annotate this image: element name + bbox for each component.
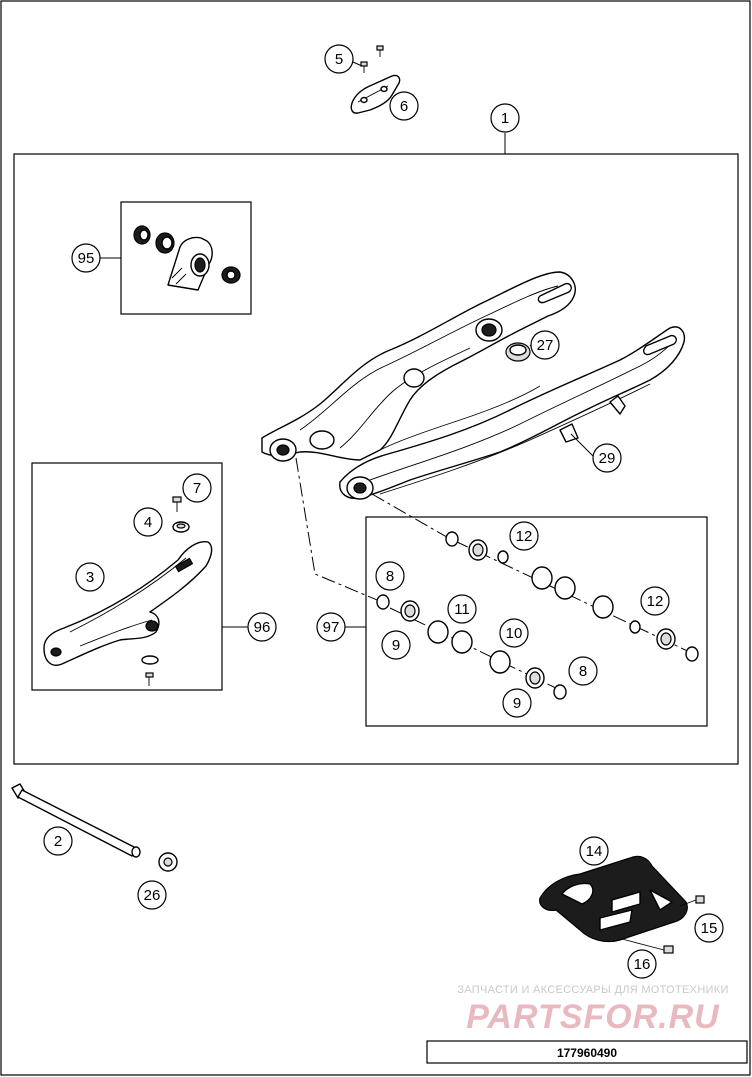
kit-97-box	[365, 516, 708, 727]
part-16-screw	[621, 938, 674, 954]
callout-12-lower-label: 12	[647, 593, 664, 610]
callout-2-label: 2	[54, 833, 62, 850]
kit-97-bearings	[376, 531, 699, 700]
callout-96-label: 96	[254, 619, 271, 636]
callout-3-label: 3	[86, 569, 94, 586]
callout-6-label: 6	[400, 98, 408, 115]
callout-8-upper-label: 8	[386, 568, 394, 585]
part-14-chain-guide	[539, 855, 688, 943]
callout-16: 16	[627, 949, 657, 979]
callout-97-label: 97	[323, 619, 340, 636]
swingarm-assembly-frame	[13, 153, 739, 765]
callout-5: 5	[324, 44, 354, 74]
callout-10: 10	[499, 618, 529, 648]
callout-11-label: 11	[454, 601, 470, 618]
callout-12-upper: 12	[509, 521, 539, 551]
part-15-screw	[679, 895, 705, 907]
callout-3: 3	[75, 562, 105, 592]
pivot-axis-line-right	[371, 493, 453, 541]
swingarm	[261, 271, 686, 500]
callout-97: 97	[316, 612, 346, 642]
callout-29: 29	[592, 443, 622, 473]
callout-15-label: 15	[701, 920, 718, 937]
part-2-pivot-axle	[11, 783, 141, 858]
part-3-chain-slider	[43, 541, 213, 666]
callout-11: 11	[447, 594, 477, 624]
callout-12-upper-label: 12	[516, 528, 533, 545]
part-4-washer	[172, 521, 190, 533]
callout-5-label: 5	[335, 51, 343, 68]
drawing-number-box	[426, 1040, 748, 1064]
callout-8-upper: 8	[375, 561, 405, 591]
callout-6: 6	[389, 91, 419, 121]
part-26-nut	[158, 852, 178, 872]
callout-1: 1	[490, 103, 520, 133]
callout-15: 15	[694, 913, 724, 943]
kit-96-bottom-hardware	[141, 655, 159, 686]
callout-2: 2	[43, 826, 73, 856]
part-7-screw	[172, 496, 182, 512]
callout-9-lower-label: 9	[513, 695, 521, 712]
callout-7-label: 7	[193, 480, 201, 497]
callout-26: 26	[137, 880, 167, 910]
callout-14-label: 14	[586, 843, 603, 860]
kit-95-parts	[133, 225, 241, 291]
callout-95: 95	[71, 243, 101, 273]
callout-4-label: 4	[144, 514, 152, 531]
callout-10-label: 10	[506, 625, 523, 642]
callout-16-label: 16	[634, 956, 651, 973]
callout-9-upper-label: 9	[392, 637, 400, 654]
callout-1-label: 1	[501, 110, 509, 127]
part-6-chain-slider-clip	[350, 74, 401, 114]
callout-12-lower: 12	[640, 586, 670, 616]
callout-27-label: 27	[537, 337, 554, 354]
watermark-logo: PARTSFOR.RU	[466, 998, 720, 1036]
callout-95-label: 95	[78, 250, 95, 267]
callout-14: 14	[579, 836, 609, 866]
callout-9-upper: 9	[381, 630, 411, 660]
callout-7: 7	[182, 473, 212, 503]
kit-96-box	[31, 462, 223, 691]
callout-96: 96	[247, 612, 277, 642]
callout-26-label: 26	[144, 887, 161, 904]
callout-9-lower: 9	[502, 688, 532, 718]
callout-4: 4	[133, 507, 163, 537]
drawing-number: 177960490	[557, 1046, 617, 1060]
part-5-screw	[360, 45, 384, 73]
callout-27: 27	[530, 330, 560, 360]
callout-8-lower: 8	[568, 656, 598, 686]
callout-29-label: 29	[599, 450, 616, 467]
callout-8-lower-label: 8	[579, 663, 587, 680]
part-27-grommet	[505, 342, 531, 362]
watermark-caption: ЗАПЧАСТИ И АКСЕССУАРЫ ДЛЯ МОТОТЕХНИКИ	[457, 984, 728, 996]
